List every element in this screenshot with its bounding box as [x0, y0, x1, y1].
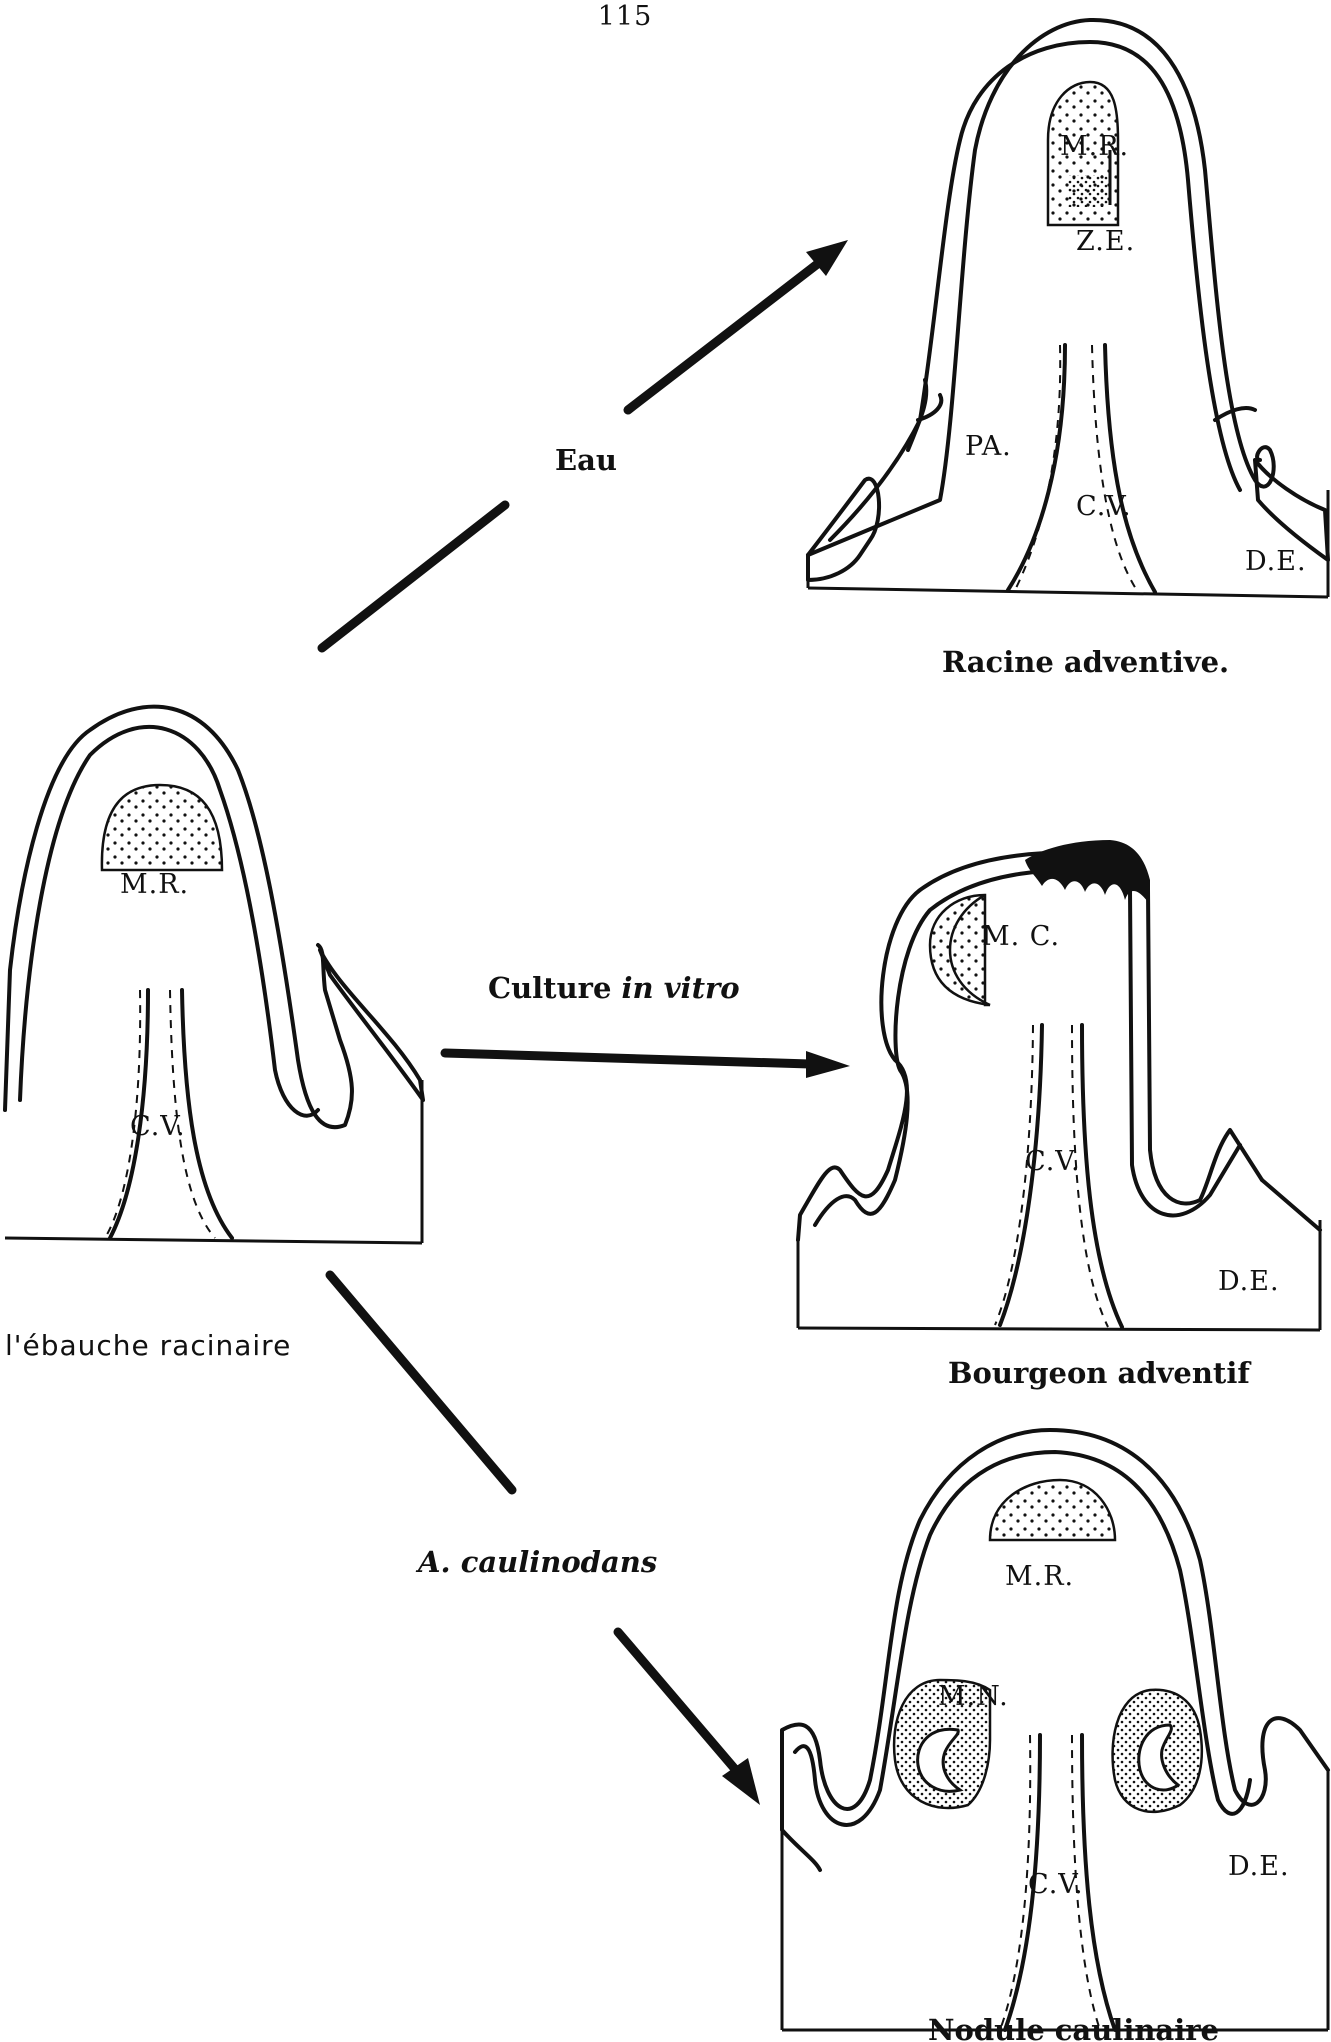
bottom-label-cv: C.V. [1028, 1869, 1084, 1900]
arrow-eau-upper-segment [628, 262, 820, 410]
arrow-culture-head [806, 1051, 850, 1078]
middle-label-mc: M. C. [982, 921, 1060, 952]
root-right-flap [1255, 460, 1328, 560]
adventitious-root-diagram: M.R. Z.E. PA. C.V. D.E. Racine adventive… [808, 20, 1328, 679]
bud-vascular-right [1082, 1025, 1122, 1327]
top-label-pa: PA. [965, 431, 1012, 462]
bud-base-line [798, 1328, 1320, 1330]
arrow-culture: Culture in vitro [445, 971, 850, 1078]
arrow-eau: Eau [322, 240, 848, 648]
nodule-vascular-right [1082, 1735, 1115, 2030]
arrow-eau-lower-segment [322, 505, 505, 648]
middle-caption: Bourgeon adventif [948, 1356, 1252, 1390]
root-vascular-right [1105, 345, 1155, 592]
nodule-meristem-outline [990, 1480, 1115, 1540]
arrow-culture-label: Culture in vitro [488, 971, 740, 1005]
root-inner-wall [830, 42, 1240, 540]
bud-right-slope [1262, 1180, 1320, 1230]
stem-nodule-diagram: M.R. M.N. C.V. D.E. Nodule caulinaire [782, 1430, 1328, 2042]
vascular-right-line [182, 990, 232, 1238]
page-number: 115 [598, 1, 653, 32]
arrow-caulinodans-upper-segment [330, 1275, 512, 1490]
primordium-outer-wall [5, 707, 352, 1128]
root-base-line [808, 588, 1328, 597]
bottom-label-mr: M.R. [1005, 1561, 1074, 1592]
root-outer-wall [808, 20, 1274, 555]
center-label-mr: M.R. [120, 869, 189, 900]
top-caption: Racine adventive. [942, 645, 1229, 679]
arrow-caulinodans-label: A. caulinodans [415, 1545, 657, 1579]
arrow-caulinodans: A. caulinodans [330, 1275, 760, 1805]
root-pa-hair-left [908, 380, 941, 450]
primordium-base-line [5, 1238, 422, 1243]
root-primordium-diagram: M.R. C.V. l'ébauche racinaire [5, 707, 423, 1362]
center-caption: l'ébauche racinaire [5, 1329, 291, 1362]
top-label-de: D.E. [1245, 546, 1307, 577]
primordium-meristem-outline [102, 785, 222, 870]
adventitious-bud-diagram: M. C. C.V. D.E. Bourgeon adventif [798, 840, 1320, 1390]
center-label-cv: C.V. [130, 1111, 186, 1142]
top-label-cv: C.V. [1076, 491, 1132, 522]
top-label-ze: Z.E. [1076, 226, 1135, 257]
bottom-label-de: D.E. [1228, 1851, 1290, 1882]
root-vascular-left [1008, 345, 1065, 590]
middle-label-cv: C.V. [1025, 1146, 1081, 1177]
bottom-label-mn: M.N. [938, 1681, 1009, 1712]
arrow-caulinodans-lower-segment [618, 1632, 740, 1775]
top-label-mr: M.R. [1060, 131, 1129, 162]
bottom-caption: Nodule caulinaire [928, 2013, 1219, 2042]
nodule-vascular-left-dash [1000, 1735, 1030, 2030]
arrow-culture-shaft [445, 1053, 810, 1064]
bud-meristem-outline [930, 895, 990, 1005]
middle-label-de: D.E. [1218, 1266, 1280, 1297]
root-elongation-zone-mark [1068, 175, 1108, 207]
arrow-eau-label: Eau [555, 443, 617, 477]
